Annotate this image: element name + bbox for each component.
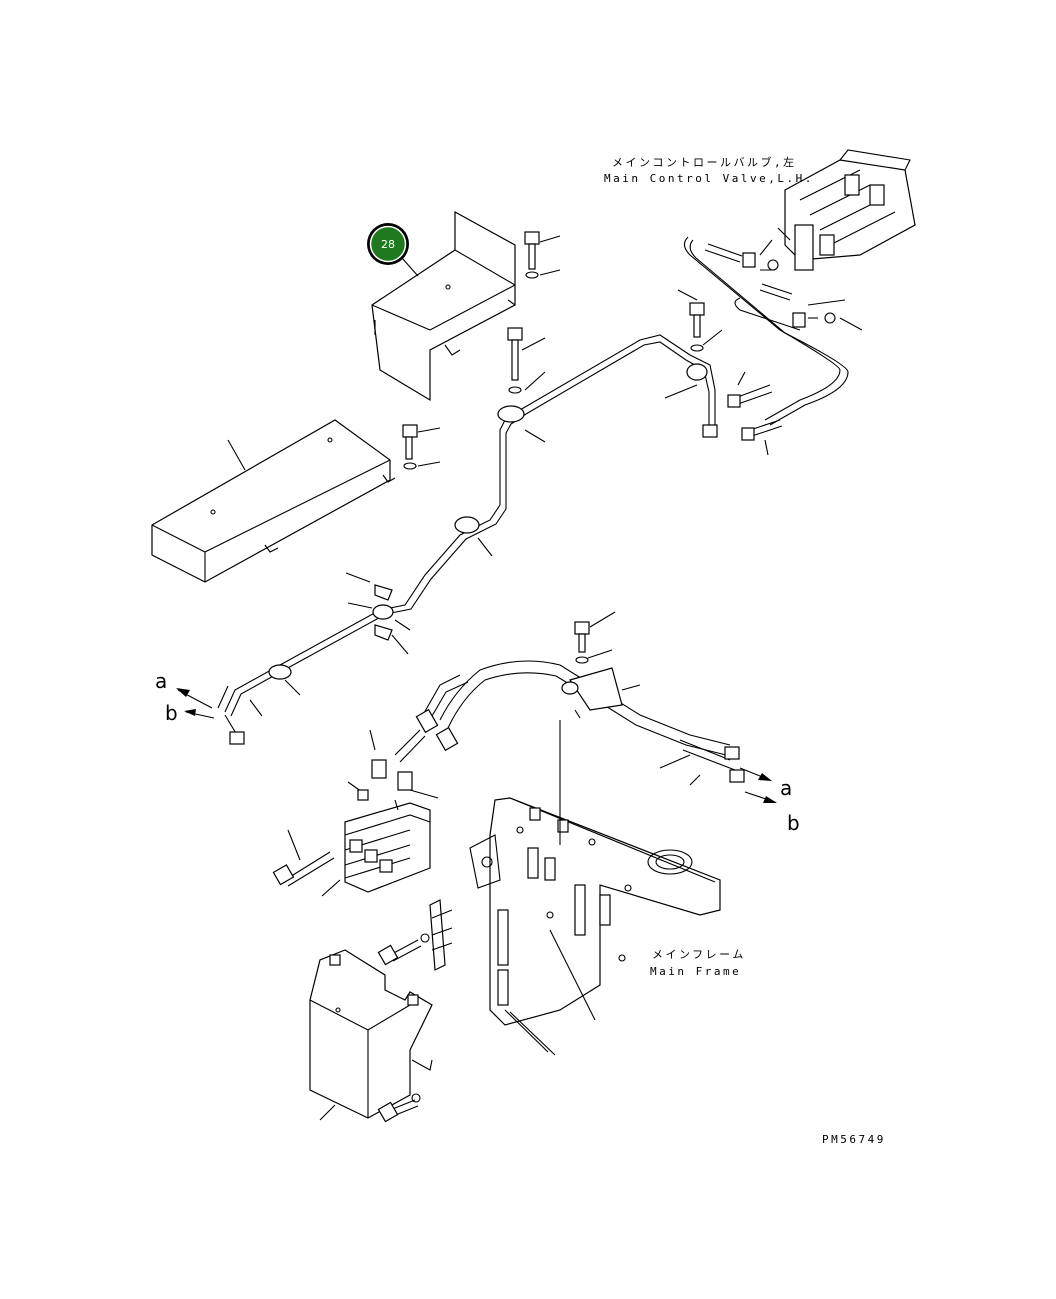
box-cover [151, 419, 441, 583]
left-marker-b: b [165, 701, 178, 725]
valve-fittings [683, 227, 863, 426]
lower-box-cover [309, 949, 433, 1123]
frame-bracket [377, 899, 453, 971]
small-valve-block [272, 799, 431, 897]
cover-plate [371, 210, 516, 402]
callout-28-badge [369, 225, 407, 263]
cover-bolts [507, 231, 561, 394]
drawing-number: PM56749 [822, 1133, 886, 1146]
upper-pipe-run [217, 289, 783, 745]
right-marker-a: a [780, 776, 792, 800]
main-frame-en-label: Main Frame [650, 965, 741, 978]
main-frame-jp-label: メインフレーム [652, 948, 746, 961]
main-frame [469, 720, 721, 1056]
main-valve-en-label: Main Control Valve,L.H. [604, 172, 814, 185]
lower-hose-run [347, 611, 745, 801]
callout-28-number: 28 [381, 238, 395, 251]
main-valve-jp-label: メインコントロールバルブ,左 [612, 155, 797, 169]
right-marker-b: b [787, 811, 800, 835]
callout-28[interactable]: 28 [367, 223, 409, 265]
left-arrows [176, 688, 215, 719]
right-arrows [739, 767, 777, 803]
left-marker-a: a [155, 669, 167, 693]
main-control-valve [784, 149, 916, 271]
